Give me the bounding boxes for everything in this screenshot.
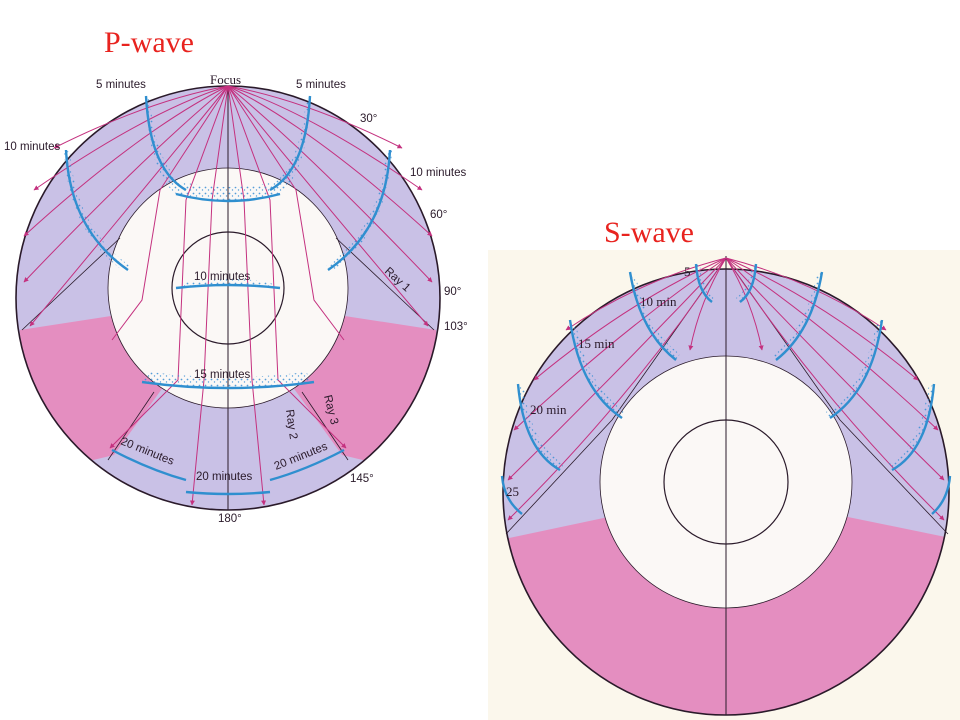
p-ray2-label: Ray 2 [283,409,299,440]
s-wave-diagram: S-wave 5 10 min 15 min 20 min 25 [488,216,960,720]
p-label-20min-center: 20 minutes [196,471,253,483]
p-label-5min-right: 5 minutes [296,79,346,91]
p-label-10min-left: 10 minutes [4,141,61,153]
p-angle-60: 60° [430,209,447,221]
p-wave-title: P-wave [104,26,194,59]
s-label-25: 25 [506,484,519,499]
p-rays [23,85,433,506]
p-focus-label: Focus [210,72,241,87]
p-angle-145: 145° [350,473,374,485]
p-angle-103: 103° [444,321,468,333]
p-label-10min-core: 10 minutes [194,271,251,283]
p-angle-30: 30° [360,113,377,125]
s-wave-title: S-wave [604,216,694,249]
p-label-5min-left: 5 minutes [96,79,146,91]
p-angle-180: 180° [218,513,242,525]
s-label-15min: 15 min [578,336,615,351]
s-label-20min: 20 min [530,402,567,417]
p-angle-90: 90° [444,286,461,298]
p-label-15min-core: 15 minutes [194,369,251,381]
s-label-10min: 10 min [640,294,677,309]
s-label-5: 5 [684,264,691,279]
p-label-10min-right: 10 minutes [410,167,467,179]
p-wave-diagram: P-wave Focus 5 minutes 5 minutes 10 minu… [4,26,468,525]
